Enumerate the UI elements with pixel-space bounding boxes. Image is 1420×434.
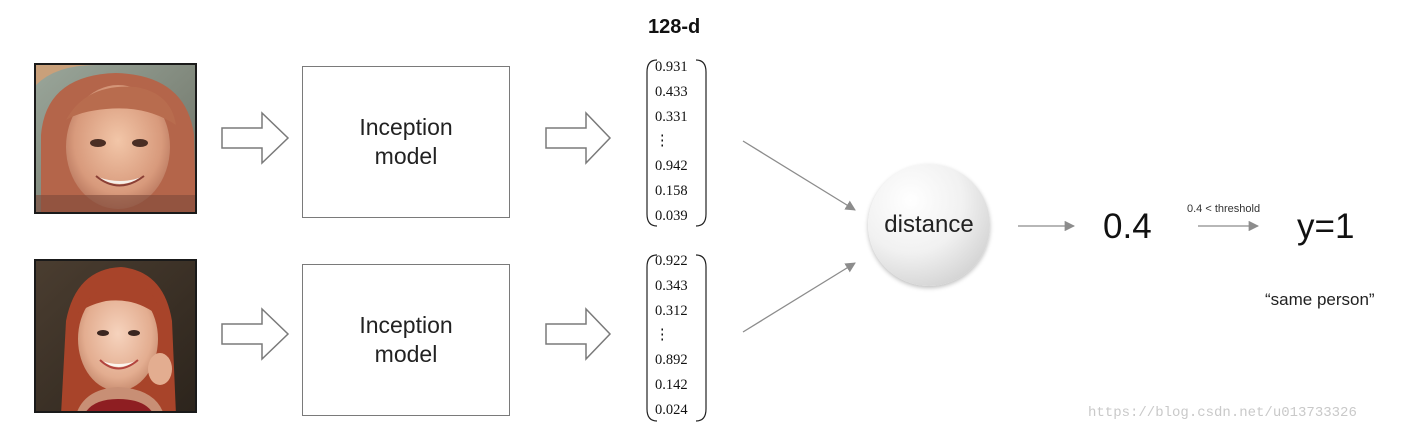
vector-value: 0.024 [655, 401, 688, 418]
vector-bracket-right-top [695, 59, 707, 227]
vector-value: 0.433 [655, 83, 688, 100]
model-label-line1: Inception [359, 312, 453, 338]
vector-bracket-left-top [646, 59, 658, 227]
watermark: https://blog.csdn.net/u013733326 [1088, 405, 1357, 421]
face-image-top [36, 65, 195, 212]
vector-value: 0.942 [655, 158, 688, 175]
vector-value: 0.931 [655, 59, 688, 75]
vector-value: 0.039 [655, 207, 688, 224]
distance-label: distance [884, 211, 974, 238]
encoding-vector-bottom: 0.922 0.343 0.312 ⋮ 0.892 0.142 0.024 [655, 249, 688, 423]
inception-model-box-top: Inception model [302, 66, 510, 218]
vector-value: 0.158 [655, 182, 688, 199]
distance-node: distance [868, 164, 990, 286]
face-photo-top [34, 63, 197, 214]
encoding-vector-top: 0.931 0.433 0.331 ⋮ 0.942 0.158 0.039 [655, 55, 688, 229]
model-label-line2: model [374, 143, 438, 169]
inception-model-box-bottom: Inception model [302, 264, 510, 416]
arrow-icon-vector-to-distance-top [742, 140, 856, 211]
block-arrow-icon-photo-to-model-bottom [221, 307, 290, 361]
vector-bracket-right-bottom [695, 254, 707, 422]
vector-value: 0.343 [655, 277, 688, 294]
face-photo-bottom [34, 259, 197, 413]
distance-value: 0.4 [1103, 207, 1152, 246]
arrow-icon-vector-to-distance-bottom [742, 262, 856, 333]
vector-ellipsis: ⋮ [655, 133, 670, 150]
vector-value: 0.312 [655, 302, 688, 319]
block-arrow-icon-photo-to-model-top [221, 111, 290, 165]
threshold-label: 0.4 < threshold [1187, 203, 1261, 215]
vector-value: 0.142 [655, 376, 688, 393]
vector-bracket-left-bottom [646, 254, 658, 422]
vector-ellipsis: ⋮ [655, 327, 670, 344]
block-arrow-icon-model-to-vector-top [545, 111, 612, 165]
output-label: y=1 [1297, 207, 1355, 246]
model-label-line1: Inception [359, 114, 453, 140]
model-label-line2: model [374, 341, 438, 367]
vector-value: 0.331 [655, 108, 688, 125]
embedding-heading: 128-d [648, 16, 701, 38]
vector-value: 0.922 [655, 253, 688, 269]
block-arrow-icon-model-to-vector-bottom [545, 307, 612, 361]
verdict-label: “same person” [1265, 290, 1375, 309]
vector-value: 0.892 [655, 352, 688, 369]
face-image-bottom [36, 261, 195, 411]
